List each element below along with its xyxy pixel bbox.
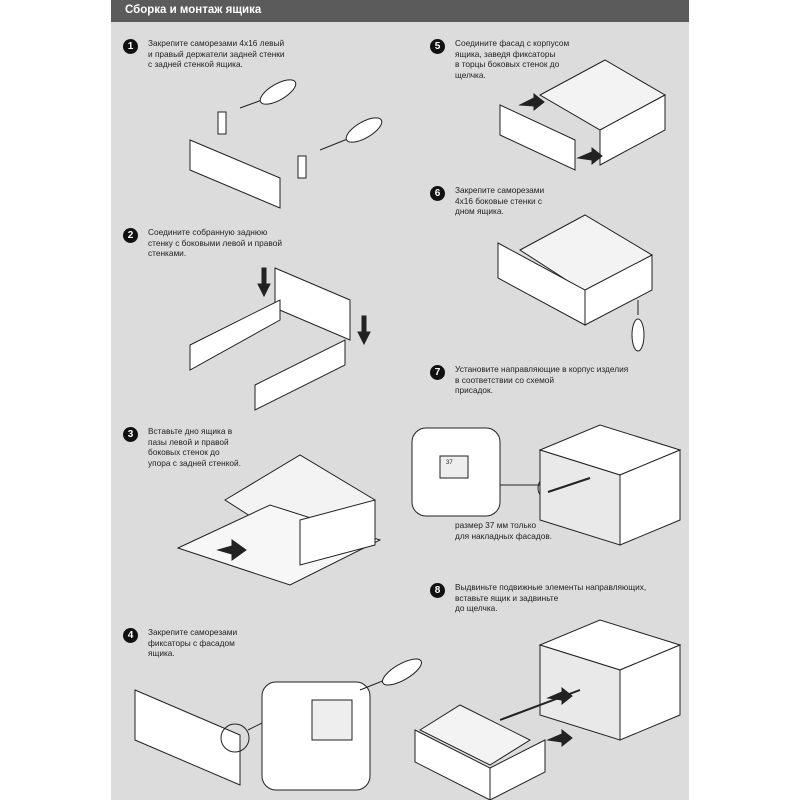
step-8: 8 Выдвиньте подвижные элементы направляющ…: [430, 582, 646, 614]
step-text: Установите направляющие в корпус изделия…: [455, 364, 629, 395]
step-number: 8: [430, 583, 445, 598]
step-3-bottom-insert-illustration: [178, 455, 380, 585]
step-text: Закрепите саморезами 4х16 боковые стенки…: [455, 185, 545, 216]
step-number: 4: [123, 628, 138, 643]
step-7: 7 Установите направляющие в корпус издели…: [430, 364, 628, 396]
step-2-side-walls-illustration: [190, 268, 370, 410]
step-number: 6: [430, 186, 445, 201]
page-header: Сборка и монтаж ящика: [111, 0, 689, 22]
step-1-back-panel-illustration: [190, 75, 385, 208]
step-7-caption: размер 37 мм только для накладных фасадо…: [455, 520, 553, 541]
step-text: Соедините фасад с корпусом ящика, заведя…: [455, 38, 570, 80]
arrow-right-icon: [218, 540, 246, 560]
screwdriver-icon: [320, 113, 385, 150]
step-8-insert-drawer-illustration: [415, 620, 680, 800]
step-5-attach-facade-illustration: [500, 60, 665, 170]
arrow-down-icon: [358, 316, 370, 344]
step-4: 4 Закрепите саморезами фиксаторы с фасадо…: [123, 627, 237, 659]
arrow-right-icon: [548, 688, 572, 704]
screwdriver-icon: [240, 75, 299, 109]
step-text: Вставьте дно ящика в пазы левой и правой…: [148, 426, 241, 468]
step-2: 2 Соедините собранную заднюю стенку с бок…: [123, 227, 282, 259]
arrow-right-icon: [578, 148, 602, 164]
step-number: 3: [123, 427, 138, 442]
step-3: 3 Вставьте дно ящика в пазы левой и право…: [123, 426, 241, 468]
step-6: 6 Закрепите саморезами 4х16 боковые стенк…: [430, 185, 544, 217]
step-4-facade-illustration: [135, 654, 425, 790]
page-title: Сборка и монтаж ящика: [125, 4, 262, 16]
step-text: Закрепите саморезами 4х16 левый и правый…: [148, 38, 285, 69]
arrow-right-icon: [520, 94, 544, 110]
screwdriver-icon: [360, 654, 425, 690]
step-text: Выдвиньте подвижные элементы направляющи…: [455, 582, 647, 613]
step-6-fasten-illustration: [498, 215, 652, 351]
dimension-label: 37: [446, 460, 453, 466]
step-5: 5 Соедините фасад с корпусом ящика, завед…: [430, 38, 569, 80]
bracket: [218, 112, 226, 134]
step-1: 1 Закрепите саморезами 4х16 левый и правы…: [123, 38, 285, 70]
screwdriver-icon: [632, 300, 644, 351]
arrow-down-icon: [258, 268, 270, 296]
step-text: Закрепите саморезами фиксаторы с фасадом…: [148, 627, 238, 658]
bracket: [298, 156, 306, 178]
step-text: Соедините собранную заднюю стенку с боко…: [148, 227, 282, 258]
step-number: 5: [430, 39, 445, 54]
step-number: 2: [123, 228, 138, 243]
step-number: 1: [123, 39, 138, 54]
step-7-cabinet-rails-illustration: [412, 425, 680, 545]
arrow-right-icon: [548, 730, 572, 746]
step-number: 7: [430, 365, 445, 380]
